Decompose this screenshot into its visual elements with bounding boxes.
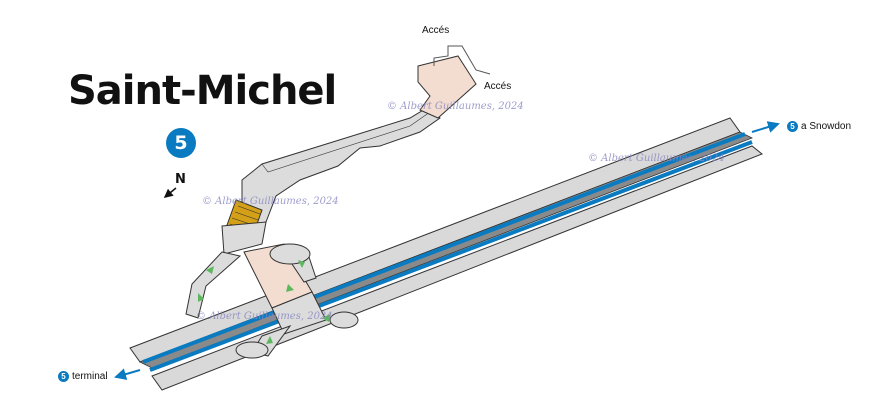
direction-west-text: terminal bbox=[72, 371, 108, 383]
credit-4: © Albert Guillaumes, 2024 bbox=[196, 311, 333, 322]
exit-label-top: Accés bbox=[422, 25, 450, 36]
line-badge-west: 5 bbox=[58, 371, 69, 382]
station-title: Saint-Michel bbox=[68, 68, 337, 114]
compass-label: N bbox=[175, 172, 186, 187]
credit-2: © Albert Guillaumes, 2024 bbox=[588, 153, 725, 164]
direction-arrow-east bbox=[751, 121, 780, 133]
direction-arrow-west bbox=[114, 368, 141, 380]
exit-structure bbox=[433, 45, 491, 75]
track-rail-south bbox=[149, 140, 753, 372]
line-badge: 5 bbox=[166, 128, 196, 158]
line-badge-east: 5 bbox=[787, 121, 798, 132]
stair-landing-west bbox=[235, 341, 269, 359]
mezzanine bbox=[221, 221, 267, 255]
north-arrow-icon bbox=[163, 187, 177, 198]
exit-label-side: Accés bbox=[484, 81, 512, 92]
flow-arrows bbox=[198, 260, 330, 344]
track-rail-north bbox=[142, 132, 746, 364]
stair-landing-south bbox=[329, 311, 359, 329]
credit-1: © Albert Guillaumes, 2024 bbox=[387, 101, 524, 112]
stairs-west bbox=[185, 251, 242, 319]
platform-south bbox=[151, 145, 763, 391]
credit-3: © Albert Guillaumes, 2024 bbox=[202, 196, 339, 207]
direction-east-text: a Snowdon bbox=[801, 121, 852, 133]
exit-stairs bbox=[417, 55, 477, 119]
stair-landing-east bbox=[269, 243, 311, 265]
access-corridor bbox=[241, 105, 441, 229]
